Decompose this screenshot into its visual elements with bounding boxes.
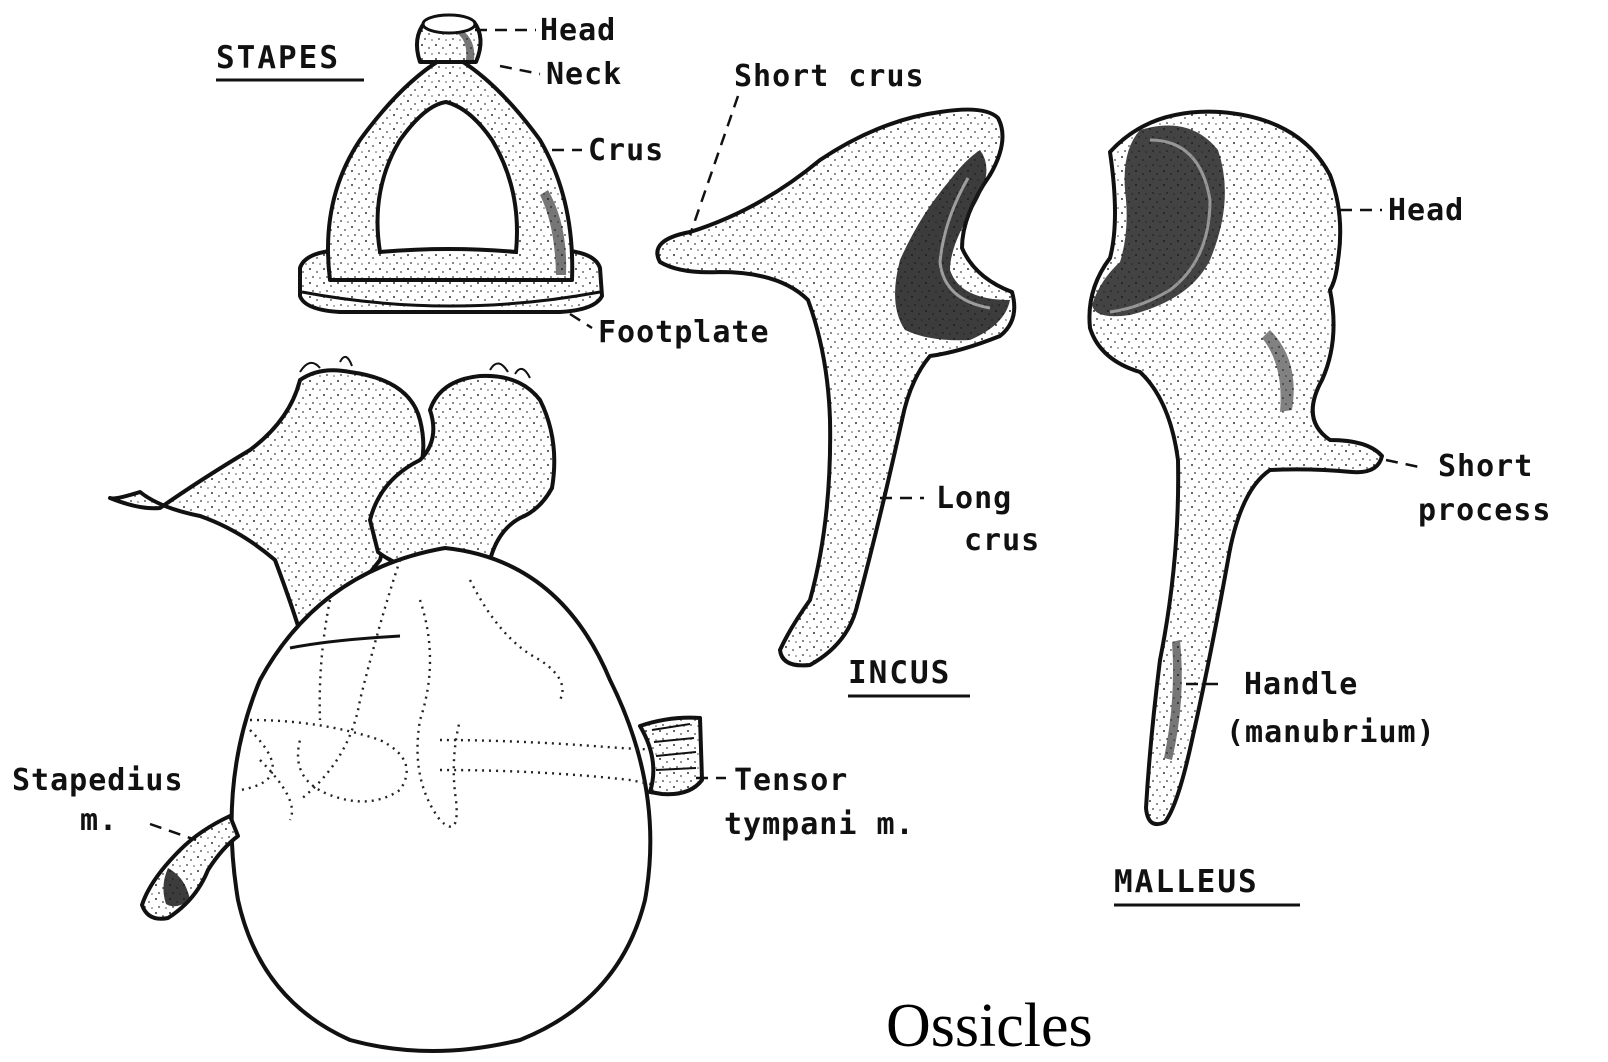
label-stapes-neck: Neck (546, 57, 622, 92)
incus-drawing (657, 110, 1014, 666)
label-stapes-crus: Crus (588, 133, 664, 168)
tensor-tympani-shape (640, 718, 702, 795)
caption-ossicles: Ossicles (886, 992, 1093, 1060)
title-malleus: MALLEUS (1114, 864, 1259, 900)
label-stapes-head: Head (540, 13, 616, 48)
label-incus-long-crus-1: Long (936, 481, 1012, 516)
label-stapedius-2: m. (80, 803, 118, 838)
label-malleus-handle-1: Handle (1244, 667, 1358, 702)
label-malleus-head: Head (1388, 193, 1464, 228)
label-stapedius-1: Stapedius (12, 763, 184, 798)
label-malleus-short-process-1: Short (1438, 449, 1533, 484)
title-stapes: STAPES (216, 40, 340, 76)
label-stapes-footplate: Footplate (598, 315, 770, 350)
label-malleus-short-process-2: process (1418, 493, 1551, 528)
label-tensor-tympani-2: tympani m. (724, 807, 915, 842)
tympanic-membrane-shape (232, 548, 651, 1051)
label-malleus-handle-2: (manubrium) (1226, 715, 1436, 750)
stapedius-shape (142, 816, 238, 919)
tympanic-assembly-drawing (110, 357, 702, 1051)
title-incus: INCUS (848, 655, 951, 691)
label-tensor-tympani-1: Tensor (734, 763, 848, 798)
label-incus-short-crus: Short crus (734, 59, 925, 94)
label-incus-long-crus-2: crus (964, 523, 1040, 558)
